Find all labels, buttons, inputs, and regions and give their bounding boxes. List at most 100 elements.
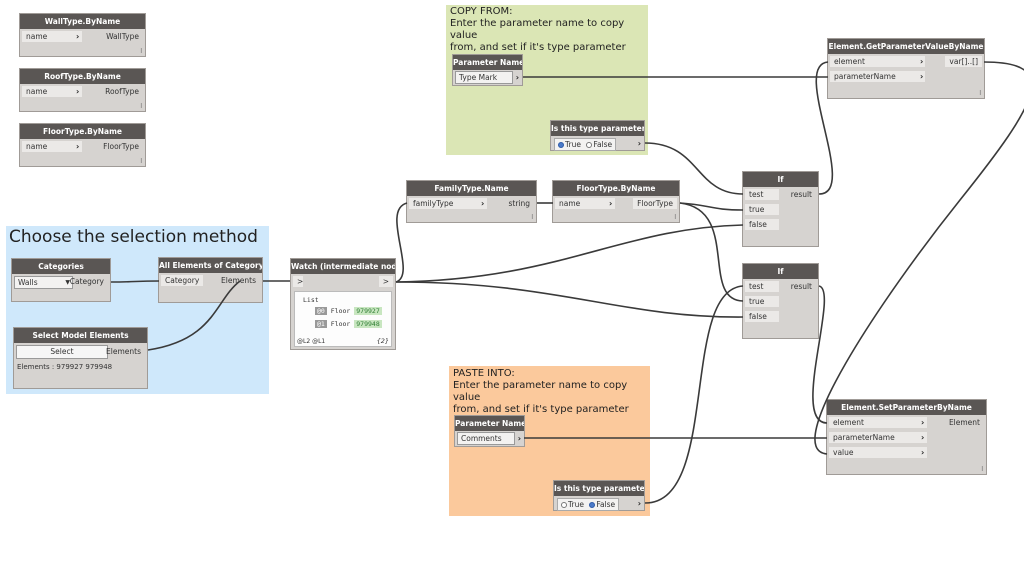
node-if-1[interactable]: If test result true false	[742, 171, 819, 247]
chevron-right-icon: ›	[921, 418, 925, 427]
lacing-indicator: l	[140, 158, 142, 165]
output-port-category[interactable]: Category	[69, 277, 104, 286]
input-port-parametername[interactable]: parameterName	[830, 71, 925, 82]
select-button[interactable]: Select	[16, 345, 108, 359]
wire-floortype-to-if2-true	[679, 202, 744, 302]
wire-floortype-to-if1-true	[679, 202, 744, 211]
output-port-var[interactable]: var[]..[]	[945, 56, 982, 67]
chevron-right-icon[interactable]: ›	[637, 499, 641, 508]
radio-true[interactable]: True	[558, 140, 581, 149]
node-type-param-copy[interactable]: Is this type parameter? True False ›	[550, 120, 645, 151]
node-rooftype-byname[interactable]: RoofType.ByName name › RoofType l	[19, 68, 146, 112]
watch-item-id: 979927	[354, 307, 382, 315]
radio-unselected-icon	[586, 142, 593, 148]
watch-item-id: 979948	[354, 320, 382, 328]
node-title: Is this type parameter?	[551, 121, 644, 136]
toggle-row: True False	[554, 138, 617, 151]
node-get-parameter-value-by-name[interactable]: Element.GetParameterValueByName element …	[827, 38, 985, 99]
chevron-right-icon: ›	[921, 448, 925, 457]
node-title: Parameter Name	[453, 55, 522, 70]
input-port-test[interactable]: test	[745, 189, 779, 200]
input-port-parametername[interactable]: parameterName	[829, 432, 927, 443]
output-port-result[interactable]: result	[790, 190, 812, 199]
watch-list-item: @0 Floor 979927	[315, 307, 382, 315]
radio-false[interactable]: False	[586, 140, 612, 149]
watch-list-label: List	[303, 296, 319, 304]
watch-item-type: Floor	[330, 320, 351, 328]
input-port-name[interactable]: name	[22, 31, 82, 42]
output-port-walltype[interactable]: WallType	[106, 32, 139, 41]
node-walltype-byname[interactable]: WallType.ByName name › WallType l	[19, 13, 146, 57]
input-port-name[interactable]: name	[555, 198, 615, 209]
node-title: Watch (intermediate node)	[291, 259, 395, 274]
radio-false[interactable]: False	[589, 500, 615, 509]
node-watch[interactable]: Watch (intermediate node) > > List @0 Fl…	[290, 258, 396, 350]
group-paste-into: PASTE INTO: Enter the parameter name to …	[449, 366, 650, 516]
node-parameter-name-copy[interactable]: Parameter Name Type Mark ›	[452, 54, 523, 86]
output-port[interactable]: >	[378, 276, 393, 287]
watch-item-index: @0	[315, 307, 327, 315]
node-set-parameter-by-name[interactable]: Element.SetParameterByName element › Ele…	[826, 399, 987, 475]
node-floortype-byname-top[interactable]: FloorType.ByName name › FloorType l	[19, 123, 146, 167]
lacing-indicator: l	[140, 48, 142, 55]
node-title: FloorType.ByName	[20, 124, 145, 139]
toggle-row: True False	[557, 498, 620, 511]
watch-preview: List @0 Floor 979927 @1 Floor 979948	[294, 291, 392, 347]
node-parameter-name-paste[interactable]: Parameter Name Comments ›	[454, 415, 525, 447]
input-port-element[interactable]: element	[830, 56, 925, 67]
input-port-false[interactable]: false	[745, 311, 779, 322]
wire-watch-to-if1-false	[395, 224, 744, 283]
category-dropdown[interactable]: Walls ▼	[14, 276, 73, 289]
input-port-familytype[interactable]: familyType	[409, 198, 487, 209]
input-port-false[interactable]: false	[745, 219, 779, 230]
output-port-rooftype[interactable]: RoofType	[105, 87, 139, 96]
output-port-floortype[interactable]: FloorType	[103, 142, 139, 151]
input-port-test[interactable]: test	[745, 281, 779, 292]
output-port-floortype[interactable]: FloorType	[633, 198, 677, 209]
node-title: Select Model Elements	[14, 328, 147, 343]
radio-selected-icon	[558, 142, 564, 148]
input-port-value[interactable]: value	[829, 447, 927, 458]
input-port-element[interactable]: element	[829, 417, 927, 428]
wire-type-param-paste-to-if2-test	[644, 285, 744, 504]
node-title: WallType.ByName	[20, 14, 145, 29]
node-categories[interactable]: Categories Walls ▼ Category	[11, 258, 111, 302]
chevron-right-icon: ›	[920, 57, 924, 66]
node-familytype-name[interactable]: FamilyType.Name familyType › string l	[406, 180, 537, 223]
output-port-element[interactable]: Element	[948, 418, 980, 427]
node-title: All Elements of Category	[159, 258, 262, 273]
input-port-name[interactable]: name	[22, 86, 82, 97]
chevron-right-icon[interactable]: ›	[637, 139, 641, 148]
wire-watch-to-if2-false	[395, 281, 744, 318]
input-port-category[interactable]: Category	[161, 275, 204, 286]
chevron-right-icon: ›	[921, 433, 925, 442]
watch-item-type: Floor	[330, 307, 351, 315]
node-title: Element.GetParameterValueByName	[828, 39, 984, 54]
group-paste-into-title: PASTE INTO: Enter the parameter name to …	[453, 368, 629, 415]
node-floortype-byname-mid[interactable]: FloorType.ByName name › FloorType l	[552, 180, 680, 223]
output-port-string[interactable]: string	[508, 199, 530, 208]
node-select-model-elements[interactable]: Select Model Elements Select Elements El…	[13, 327, 148, 389]
radio-true[interactable]: True	[561, 500, 584, 509]
input-port-true[interactable]: true	[745, 204, 779, 215]
parameter-name-input[interactable]: Comments	[457, 432, 515, 445]
node-type-param-paste[interactable]: Is this type parameter? True False ›	[553, 480, 645, 511]
input-port[interactable]: >	[293, 276, 303, 287]
input-port-name[interactable]: name	[22, 141, 82, 152]
output-port-elements[interactable]: Elements	[106, 347, 141, 356]
output-port-elements[interactable]: Elements	[221, 276, 256, 285]
radio-unselected-icon	[561, 502, 567, 508]
chevron-right-icon[interactable]: ›	[515, 73, 519, 82]
category-dropdown-value: Walls	[18, 278, 38, 287]
node-title: Element.SetParameterByName	[827, 400, 986, 415]
node-if-2[interactable]: If test result true false	[742, 263, 819, 339]
parameter-name-input[interactable]: Type Mark	[455, 71, 513, 84]
input-port-true[interactable]: true	[745, 296, 779, 307]
chevron-right-icon[interactable]: ›	[517, 434, 521, 443]
parameter-name-value: Comments	[461, 434, 502, 443]
group-copy-from-title: COPY FROM: Enter the parameter name to c…	[450, 6, 626, 53]
output-port-result[interactable]: result	[790, 282, 812, 291]
node-all-elements-of-category[interactable]: All Elements of Category Category Elemen…	[158, 257, 263, 303]
wire-getparam-to-setparam-value	[814, 61, 1024, 455]
node-title: RoofType.ByName	[20, 69, 145, 84]
